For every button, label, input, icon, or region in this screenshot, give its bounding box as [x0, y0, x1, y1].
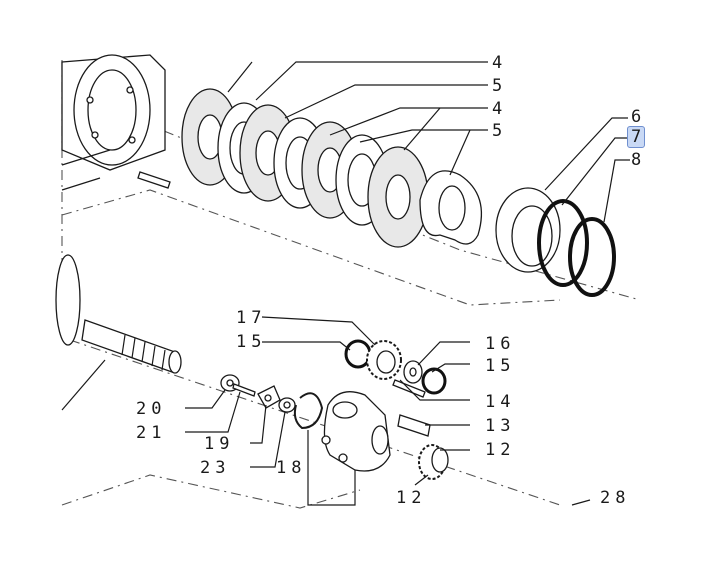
callout-14[interactable]: 14: [485, 392, 516, 412]
drive-shaft: [55, 254, 182, 411]
callout-17[interactable]: 17: [236, 308, 267, 328]
bottom-frame-line: [61, 474, 361, 509]
leader-4a: [227, 61, 253, 93]
gear-17: [366, 340, 402, 380]
callout-28[interactable]: 28: [600, 488, 631, 508]
callout-21[interactable]: 21: [136, 423, 167, 443]
housing-part: [61, 54, 166, 191]
leader-23: [250, 411, 286, 468]
leader-18: [307, 430, 356, 506]
pin-13: [397, 414, 431, 437]
leader-17: [261, 316, 376, 346]
callout-15b[interactable]: 15: [485, 356, 516, 376]
clutch-discs: [181, 88, 482, 248]
callout-18[interactable]: 18: [276, 458, 307, 478]
seal-ring-8: [568, 217, 616, 297]
upper-axis-line: [61, 89, 641, 301]
leader-5a: [284, 84, 488, 119]
seal-ring-7: [537, 199, 589, 287]
o-ring-15a: [344, 339, 372, 369]
snap-ring-18: [293, 392, 324, 430]
callout-5a[interactable]: 5: [492, 76, 508, 96]
leader-5c: [449, 129, 471, 176]
leader-15a: [262, 341, 351, 351]
o-ring-15b: [421, 367, 447, 395]
leader-5b: [359, 129, 488, 143]
leader-21: [185, 391, 241, 433]
leader-7: [561, 137, 630, 206]
callout-20[interactable]: 20: [136, 399, 167, 419]
leader-12b: [414, 474, 429, 486]
leader-16: [417, 341, 470, 366]
gear-12: [418, 444, 449, 480]
leader-8: [603, 159, 630, 223]
callout-16[interactable]: 16: [485, 334, 516, 354]
callout-5b[interactable]: 5: [492, 121, 508, 141]
washer-23: [278, 397, 296, 413]
leader-20: [185, 389, 226, 409]
callout-4b[interactable]: 4: [492, 99, 508, 119]
callout-13[interactable]: 13: [485, 416, 516, 436]
differential-housing: [321, 391, 391, 472]
piston-part: [495, 187, 561, 273]
bracket-19: [257, 385, 281, 409]
upper-base-line: [61, 189, 561, 306]
callout-23[interactable]: 23: [200, 458, 231, 478]
leader-6: [544, 117, 628, 191]
callout-4a[interactable]: 4: [492, 53, 508, 73]
leader-4d: [403, 107, 441, 151]
leader-4b: [255, 61, 488, 101]
callout-15a[interactable]: 15: [236, 332, 267, 352]
leader-14: [399, 379, 470, 401]
callout-7[interactable]: 7: [627, 126, 646, 148]
leader-4c: [329, 107, 488, 136]
callout-19[interactable]: 19: [204, 434, 235, 454]
leader-28: [571, 499, 591, 506]
callout-6[interactable]: 6: [631, 107, 647, 127]
callout-12b[interactable]: 12: [396, 488, 427, 508]
washer-16: [403, 360, 423, 384]
leader-15b: [431, 363, 470, 373]
dowel-pin: [137, 171, 171, 189]
callout-8[interactable]: 8: [631, 150, 647, 170]
bolt-21: [232, 383, 256, 397]
leader-19: [250, 404, 267, 444]
callout-12a[interactable]: 12: [485, 440, 516, 460]
